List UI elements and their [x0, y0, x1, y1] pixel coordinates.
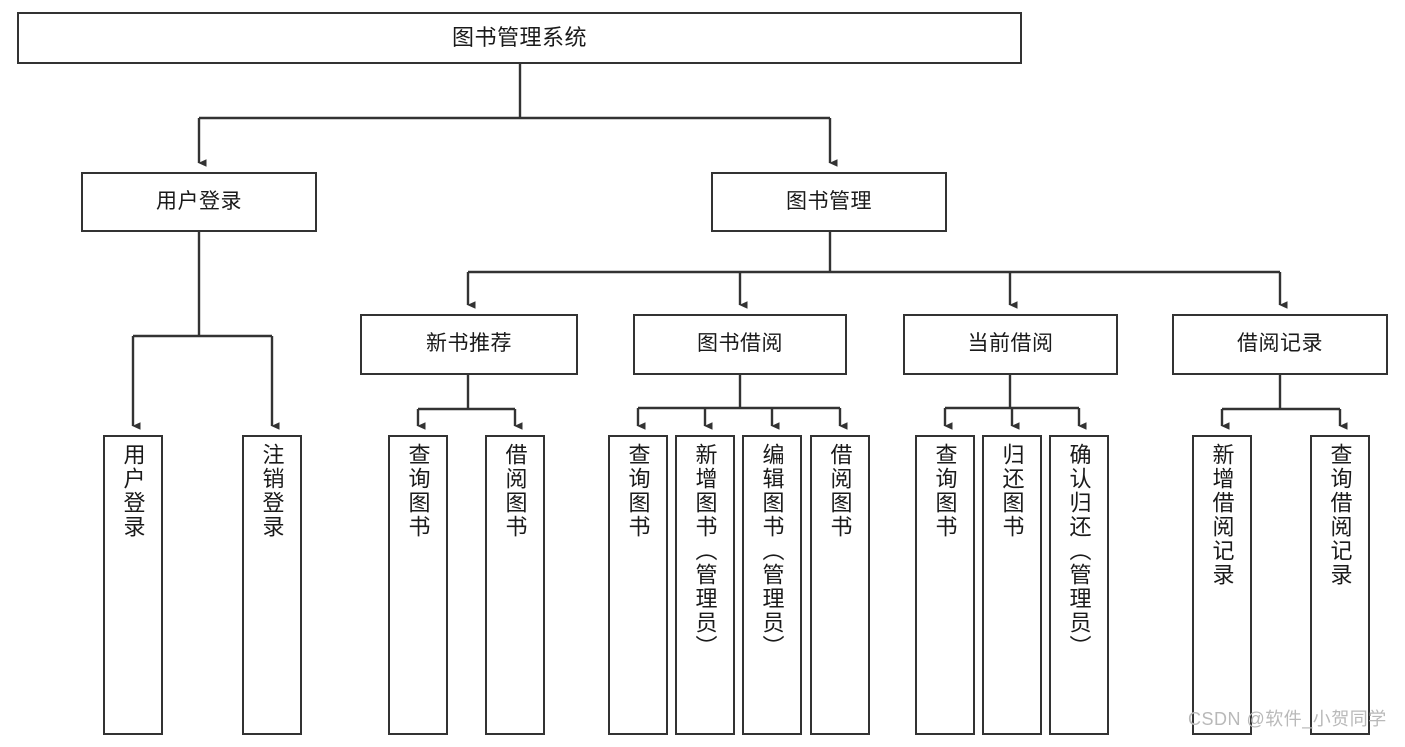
node-leaf-add-record-label: 新增借阅记录	[1209, 443, 1235, 587]
node-leaf-add-book-label: 新增图书（管理员）	[692, 443, 718, 659]
node-leaf-query-record[interactable]: 查询借阅记录	[1310, 435, 1370, 735]
node-leaf-query-book-1-label: 查询图书	[405, 443, 431, 539]
node-user-login-label: 用户登录	[156, 189, 242, 213]
node-leaf-query-book-3[interactable]: 查询图书	[915, 435, 975, 735]
node-new-book-rec-label: 新书推荐	[426, 332, 512, 356]
node-current-borrow[interactable]: 当前借阅	[903, 314, 1118, 375]
node-new-book-rec[interactable]: 新书推荐	[360, 314, 578, 375]
node-user-login[interactable]: 用户登录	[81, 172, 317, 232]
node-leaf-user-logout-label: 注销登录	[259, 443, 285, 539]
node-leaf-query-book-2[interactable]: 查询图书	[608, 435, 668, 735]
node-leaf-borrow-book-1[interactable]: 借阅图书	[485, 435, 545, 735]
node-current-borrow-label: 当前借阅	[967, 332, 1054, 356]
node-root[interactable]: 图书管理系统	[17, 12, 1022, 64]
node-leaf-user-login-label: 用户登录	[120, 443, 146, 539]
node-leaf-confirm-return-label: 确认归还（管理员）	[1066, 443, 1092, 659]
node-borrow-record[interactable]: 借阅记录	[1172, 314, 1388, 375]
csdn-watermark: CSDN @软件_小贺同学	[1188, 709, 1387, 729]
node-leaf-confirm-return[interactable]: 确认归还（管理员）	[1049, 435, 1109, 735]
node-leaf-add-record[interactable]: 新增借阅记录	[1192, 435, 1252, 735]
node-root-label: 图书管理系统	[451, 25, 587, 51]
node-leaf-edit-book[interactable]: 编辑图书（管理员）	[742, 435, 802, 735]
node-borrow-record-label: 借阅记录	[1237, 332, 1323, 356]
node-book-mgmt-label: 图书管理	[786, 189, 872, 213]
node-leaf-add-book[interactable]: 新增图书（管理员）	[675, 435, 735, 735]
node-book-borrow-label: 图书借阅	[697, 332, 783, 356]
node-book-mgmt[interactable]: 图书管理	[711, 172, 947, 232]
node-leaf-return-book-label: 归还图书	[999, 443, 1025, 539]
node-leaf-borrow-book-2[interactable]: 借阅图书	[810, 435, 870, 735]
node-leaf-query-book-2-label: 查询图书	[625, 443, 651, 539]
node-leaf-edit-book-label: 编辑图书（管理员）	[759, 443, 785, 659]
node-leaf-user-login[interactable]: 用户登录	[103, 435, 163, 735]
node-leaf-query-book-1[interactable]: 查询图书	[388, 435, 448, 735]
node-leaf-query-book-3-label: 查询图书	[932, 443, 958, 539]
node-leaf-borrow-book-2-label: 借阅图书	[827, 443, 853, 539]
node-leaf-query-record-label: 查询借阅记录	[1327, 443, 1353, 587]
node-book-borrow[interactable]: 图书借阅	[633, 314, 847, 375]
node-leaf-return-book[interactable]: 归还图书	[982, 435, 1042, 735]
node-leaf-user-logout[interactable]: 注销登录	[242, 435, 302, 735]
node-leaf-borrow-book-1-label: 借阅图书	[502, 443, 528, 539]
